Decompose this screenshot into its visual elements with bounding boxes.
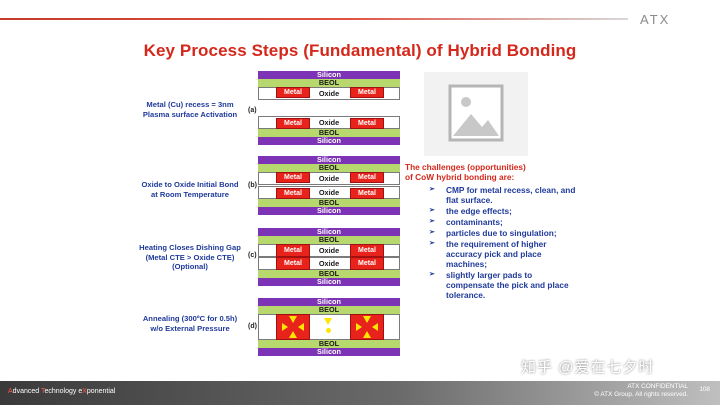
expansion-arrow-icon [298, 323, 304, 331]
slide-title: Key Process Steps (Fundamental) of Hybri… [143, 41, 577, 60]
expansion-arrow-icon [356, 323, 362, 331]
metal-pad: Metal [350, 244, 384, 257]
arrow-bullet-icon: ➢ [429, 229, 435, 236]
beol-layer: BEOL [258, 270, 400, 278]
metal-pad: Metal [276, 118, 310, 129]
step-b-letter: (b) [248, 182, 257, 189]
step-c-letter: (c) [248, 252, 257, 259]
expansion-arrow-icon [363, 316, 371, 323]
beol-layer: BEOL [258, 79, 400, 87]
expansion-arrow-icon [289, 316, 297, 323]
footer-confidential: ATX CONFIDENTIAL © ATX Group. All rights… [594, 383, 688, 399]
list-item-text: slightly larger pads to compensate the p… [446, 270, 569, 300]
arrow-bullet-icon: ➢ [429, 240, 435, 247]
tagline-part: ponential [86, 388, 116, 395]
tagline-part: T [40, 388, 45, 395]
expansion-arrow-icon [372, 323, 378, 331]
step-d-label: Annealing (300ºC for 0.5h)w/o External P… [112, 314, 268, 333]
metal-pad: Metal [350, 188, 384, 199]
list-item: ➢ particles due to singulation; [429, 228, 579, 238]
list-item-text: the requirement of higher accuracy pick … [446, 239, 547, 269]
silicon-layer: Silicon [258, 348, 400, 356]
expansion-arrow-icon [289, 331, 297, 338]
metal-pad: Metal [350, 87, 384, 98]
list-item: ➢ the requirement of higher accuracy pick… [429, 239, 579, 269]
footer-bar: Advanced Technology eXponential ATX CONF… [0, 381, 720, 405]
arrow-bullet-icon: ➢ [429, 207, 435, 214]
list-item: ➢ CMP for metal recess, clean, and flat s… [429, 185, 579, 205]
silicon-layer: Silicon [258, 207, 400, 215]
list-item: ➢ contaminants; [429, 217, 579, 227]
tagline-part: X [82, 388, 87, 395]
metal-pad: Metal [276, 172, 310, 183]
metal-pad: Metal [350, 172, 384, 183]
beol-layer: BEOL [258, 306, 400, 314]
rights-text: © ATX Group. All rights reserved. [594, 391, 688, 398]
tagline-part: A [8, 388, 13, 395]
beol-layer: BEOL [258, 129, 400, 137]
list-item-text: contaminants; [446, 217, 503, 227]
beol-layer: BEOL [258, 164, 400, 172]
list-item-text: CMP for metal recess, clean, and flat su… [446, 185, 576, 205]
logo-text: ATX [640, 12, 670, 27]
metal-pad: Metal [350, 257, 384, 270]
list-item-text: particles due to singulation; [446, 228, 557, 238]
image-placeholder [424, 72, 528, 156]
step-d-letter: (d) [248, 323, 257, 330]
expansion-arrow-icon [282, 323, 288, 331]
image-placeholder-icon [448, 84, 504, 142]
watermark: 知乎 @爱在七夕时 [521, 359, 655, 376]
arrow-bullet-icon: ➢ [429, 186, 435, 193]
metal-pad: Metal [276, 87, 310, 98]
beol-layer: BEOL [258, 199, 400, 207]
expansion-arrow-icon [324, 318, 332, 325]
list-item-text: the edge effects; [446, 206, 512, 216]
silicon-layer: Silicon [258, 298, 400, 306]
silicon-layer: Silicon [258, 71, 400, 79]
expansion-arrow-icon [363, 331, 371, 338]
silicon-layer: Silicon [258, 137, 400, 145]
arrow-bullet-icon: ➢ [429, 271, 435, 278]
beol-layer: BEOL [258, 340, 400, 348]
metal-pad: Metal [350, 118, 384, 129]
metal-pad: Metal [276, 188, 310, 199]
step-a-letter: (a) [248, 107, 257, 114]
step-c-text: Heating Closes Dishing Gap(Metal CTE > O… [139, 243, 241, 271]
atx-logo: ATX [640, 12, 670, 27]
arrow-bullet-icon: ➢ [429, 218, 435, 225]
tagline-part: echnology e [44, 388, 83, 395]
silicon-layer: Silicon [258, 156, 400, 164]
footer-tagline: Advanced Technology eXponential [8, 388, 115, 395]
tagline-part: dvanced [12, 388, 41, 395]
beol-layer: BEOL [258, 236, 400, 244]
step-d-text: Annealing (300ºC for 0.5h)w/o External P… [142, 314, 238, 333]
challenges-heading-text: The challenges (opportunities)of CoW hyb… [405, 162, 526, 182]
page-number: 108 [699, 386, 710, 393]
header-accent-line [0, 18, 628, 20]
challenges-list: ➢ CMP for metal recess, clean, and flat s… [429, 185, 579, 301]
list-item: ➢ the edge effects; [429, 206, 579, 216]
challenges-heading: The challenges (opportunities)of CoW hyb… [405, 162, 565, 182]
step-c-label: Heating Closes Dishing Gap(Metal CTE > O… [112, 243, 268, 272]
list-item: ➢ slightly larger pads to compensate the … [429, 270, 579, 300]
metal-pad: Metal [276, 257, 310, 270]
confidential-text: ATX CONFIDENTIAL [627, 383, 688, 390]
metal-pad: Metal [276, 244, 310, 257]
silicon-layer: Silicon [258, 278, 400, 286]
expansion-dot-icon [326, 328, 331, 333]
silicon-layer: Silicon [258, 228, 400, 236]
